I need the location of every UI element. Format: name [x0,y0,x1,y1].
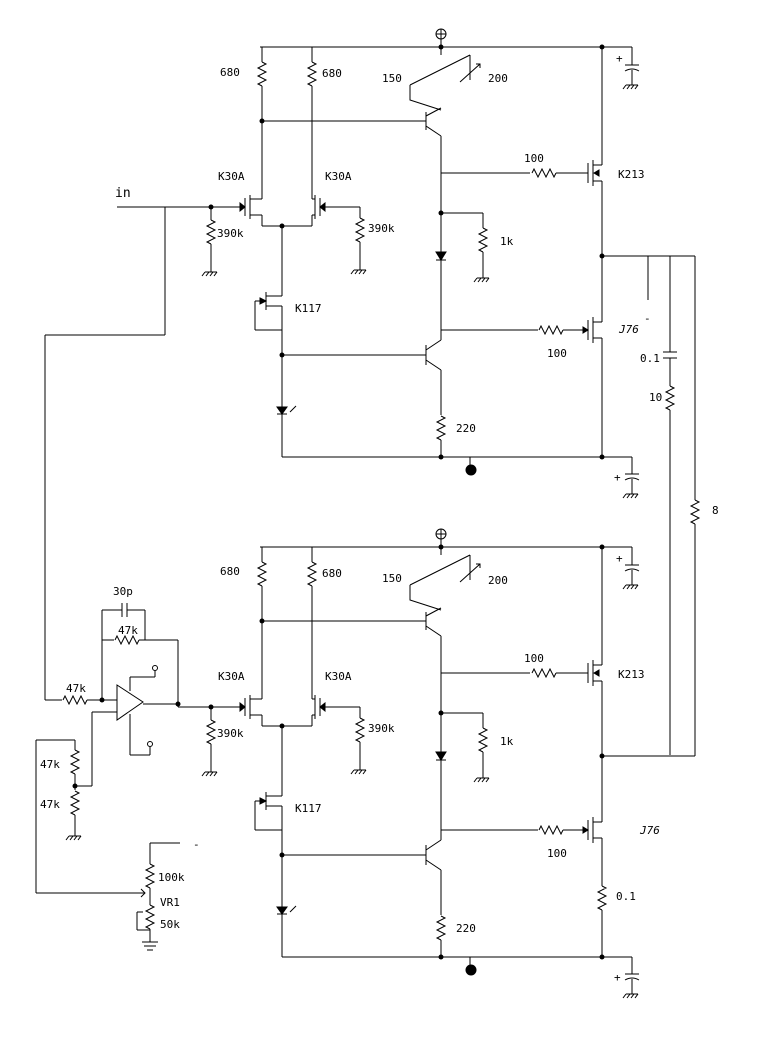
label-r390k-a2: 390k [217,727,244,740]
label-plus-2: + [614,471,621,484]
label-input: in [115,186,131,201]
label-plus-3: + [616,552,623,565]
label-r47k-bot: 47k [40,798,60,811]
label-r100-b2: 100 [547,847,567,860]
component-labels: in 680 680 150 200 K30A K30A 100 K213 39… [40,52,719,984]
label-r1k-1: 1k [500,235,514,248]
label-r100k: 100k [158,871,185,884]
lower-channel [178,528,695,999]
label-r47k-fb: 47k [118,624,138,637]
label-r8: 8 [712,504,719,517]
label-r150-2: 150 [382,572,402,585]
label-k30a-b1: K30A [325,170,352,183]
label-r47k-top: 47k [40,758,60,771]
label-r100-a1: 100 [524,152,544,165]
label-r200-2: 200 [488,574,508,587]
label-r680-b2: 680 [322,567,342,580]
label-r1k-2: 1k [500,735,514,748]
label-r680-a2: 680 [220,565,240,578]
label-k117-2: K117 [295,802,322,815]
label-minus-out: - [644,312,651,325]
label-plus-1: + [616,52,623,65]
label-k30a-b2: K30A [325,670,352,683]
label-k117-1: K117 [295,302,322,315]
label-vr1: VR1 [160,896,180,909]
bridge-load [690,256,700,756]
label-r220-1: 220 [456,422,476,435]
label-r01-out: 0.1 [616,890,636,903]
opamp-stage [35,603,181,951]
label-c01: 0.1 [640,352,660,365]
label-j76-2: J76 [639,824,660,837]
label-r150-1: 150 [382,72,402,85]
label-r100-a2: 100 [524,652,544,665]
upper-channel [44,28,695,755]
label-k30a-a1: K30A [218,170,245,183]
label-r390k-b2: 390k [368,722,395,735]
label-r220-2: 220 [456,922,476,935]
label-r390k-a1: 390k [217,227,244,240]
label-minus-trim: - [193,838,200,851]
label-r100-b1: 100 [547,347,567,360]
label-r680-a1: 680 [220,66,240,79]
label-k213-2: K213 [618,668,645,681]
label-j76-1: J76 [618,323,639,336]
label-r200-1: 200 [488,72,508,85]
label-r390k-b1: 390k [368,222,395,235]
label-c30p: 30p [113,585,133,598]
label-k30a-a2: K30A [218,670,245,683]
label-r10: 10 [649,391,662,404]
label-plus-4: + [614,971,621,984]
label-r47k-in: 47k [66,682,86,695]
label-r680-b1: 680 [322,67,342,80]
label-r50k: 50k [160,918,180,931]
label-k213-1: K213 [618,168,645,181]
